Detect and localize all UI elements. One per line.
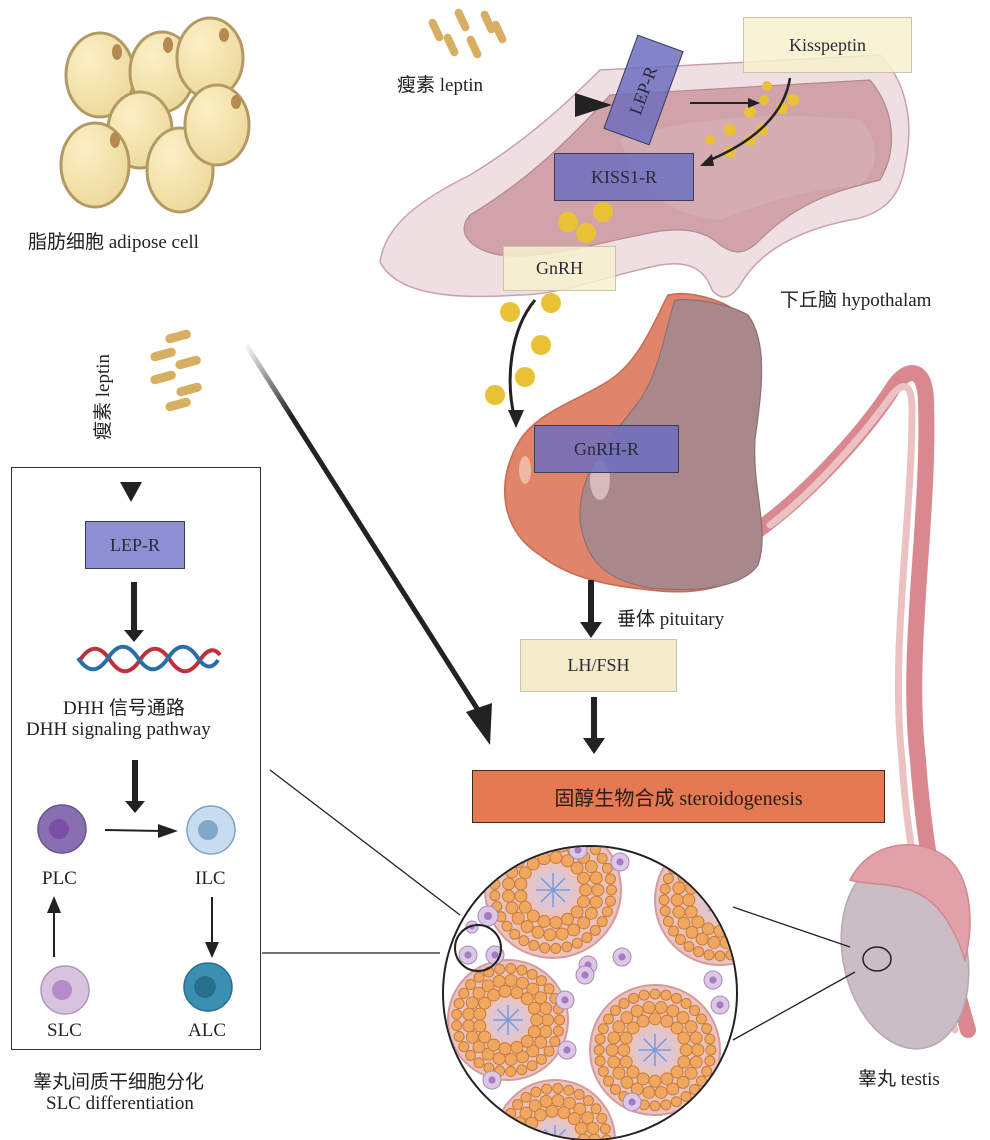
tubule xyxy=(484,847,622,959)
steroidogenesis-box: 固醇生物合成 steroidogenesis xyxy=(472,770,885,823)
pituitary-label: 垂体 pituitary xyxy=(617,609,725,630)
cell-ilc-icon xyxy=(186,805,236,855)
testis-zoom-marker xyxy=(862,946,892,972)
slc-differentiation-label-cn: 睾丸间质干细胞分化 xyxy=(33,1072,205,1093)
testis-label: 睾丸 testis xyxy=(858,1069,940,1090)
adipose-cells-illustration xyxy=(59,16,251,214)
alc-label: ALC xyxy=(188,1020,226,1041)
leydig-cell-nucleus xyxy=(716,1001,724,1009)
slc-differentiation-label-en: SLC differentiation xyxy=(46,1093,194,1114)
leydig-cell-nucleus xyxy=(488,1076,496,1084)
leptin-particles-left xyxy=(150,329,202,412)
cell-plc-icon xyxy=(37,804,87,854)
leydig-cell-nucleus xyxy=(563,1046,571,1054)
leydig-cell-nucleus xyxy=(628,1098,636,1106)
leydig-cell-zoom-marker xyxy=(454,924,502,972)
hypothalamus-label: 下丘脑 hypothalam xyxy=(780,290,932,311)
dhh-label-en: DHH signaling pathway xyxy=(26,719,211,740)
slc-label: SLC xyxy=(47,1020,82,1041)
leydig-cell-nucleus xyxy=(491,951,499,959)
leydig-cell-nucleus xyxy=(561,996,569,1004)
dhh-label-cn: DHH 信号通路 xyxy=(63,698,185,719)
magnification-lines xyxy=(262,769,856,1041)
leptin-label-top: 瘦素 leptin xyxy=(397,75,484,96)
leydig-cell-nucleus xyxy=(484,912,492,920)
seminiferous-tubule-magnified xyxy=(442,845,738,1140)
leydig-cell-nucleus xyxy=(581,971,589,979)
cell-alc-icon xyxy=(183,962,233,1012)
gnrh-r-box: GnRH-R xyxy=(534,425,679,473)
ilc-label: ILC xyxy=(195,868,226,889)
kisspeptin-box: Kisspeptin xyxy=(743,17,912,73)
gnrh-box: GnRH xyxy=(503,246,616,291)
leydig-cell-nucleus xyxy=(616,858,624,866)
leydig-cell-nucleus xyxy=(618,953,626,961)
lh-fsh-box: LH/FSH xyxy=(520,639,677,692)
arrows xyxy=(47,77,792,958)
dna-helix-icon xyxy=(76,644,222,674)
leydig-cell-nucleus xyxy=(464,951,472,959)
slc-differentiation-panel xyxy=(11,467,261,1050)
leptin-label-left: 瘦素 leptin xyxy=(93,353,114,440)
tubule xyxy=(654,847,736,966)
leydig-cell-nucleus xyxy=(574,847,582,854)
tubule xyxy=(447,959,569,1081)
leptin-particles-top xyxy=(428,8,507,59)
tubule xyxy=(589,984,721,1116)
adipose-cell-label: 脂肪细胞 adipose cell xyxy=(28,232,199,253)
cell-slc-icon xyxy=(40,965,90,1015)
testis-illustration xyxy=(840,843,971,1050)
lep-r-hypothalamus-label: LEP-R xyxy=(625,62,661,117)
kiss1-r-box: KISS1-R xyxy=(554,153,694,201)
plc-label: PLC xyxy=(42,868,77,889)
lep-r-panel-box: LEP-R xyxy=(85,521,185,569)
leydig-cell-nucleus xyxy=(709,976,717,984)
gnrh-dots xyxy=(485,202,613,405)
